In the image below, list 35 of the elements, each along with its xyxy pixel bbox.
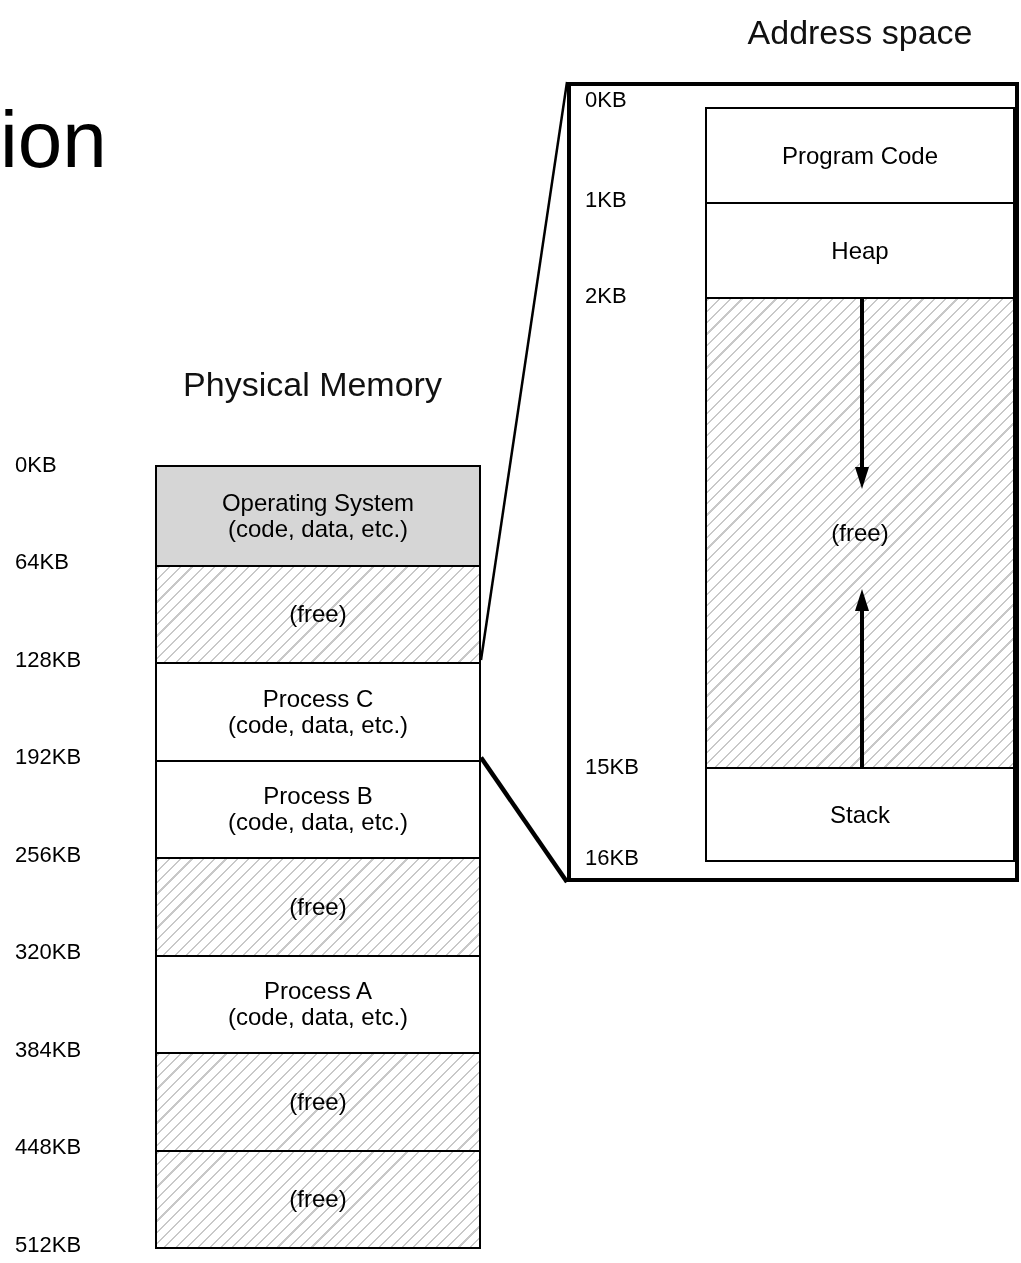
block-text: Stack bbox=[830, 801, 890, 828]
address-label: 2KB bbox=[585, 283, 627, 309]
panel-heading: Physical Memory bbox=[182, 364, 443, 405]
memory-block bbox=[157, 467, 479, 565]
address-label: 448KB bbox=[15, 1134, 82, 1160]
address-label: 192KB bbox=[15, 744, 82, 770]
address-label: 15KB bbox=[585, 754, 639, 780]
block-text: (free) bbox=[289, 893, 347, 920]
address-label: 64KB bbox=[15, 549, 69, 575]
address-label: 320KB bbox=[15, 939, 82, 965]
address-label: 128KB bbox=[15, 647, 82, 673]
address-label: 512KB bbox=[15, 1232, 82, 1258]
block-text: Heap bbox=[831, 237, 889, 264]
slide-title: ion bbox=[0, 94, 107, 186]
address-label: 16KB bbox=[585, 845, 639, 871]
address-label: 256KB bbox=[15, 842, 82, 868]
free-memory-block bbox=[157, 1052, 479, 1150]
block-text: (free) bbox=[289, 1186, 347, 1213]
address-label: 1KB bbox=[585, 187, 627, 213]
free-region bbox=[707, 297, 1013, 767]
block-text: (free) bbox=[831, 520, 889, 546]
block-text: Process C (code, data, etc.) bbox=[227, 685, 409, 738]
panel-heading: Address space bbox=[746, 12, 974, 53]
block-text: Operating System (code, data, etc.) bbox=[221, 489, 415, 542]
free-memory-block bbox=[157, 564, 479, 662]
address-label: 0KB bbox=[585, 87, 627, 113]
block-text: (free) bbox=[289, 601, 347, 628]
address-label: 0KB bbox=[15, 452, 57, 478]
free-memory-block bbox=[157, 857, 479, 955]
address-label: 384KB bbox=[15, 1037, 82, 1063]
block-text: (free) bbox=[289, 1088, 347, 1115]
free-memory-block bbox=[157, 1149, 479, 1247]
block-text: Program Code bbox=[781, 142, 939, 169]
block-text: Process B (code, data, etc.) bbox=[227, 783, 409, 836]
block-text: Process A (code, data, etc.) bbox=[227, 978, 409, 1031]
